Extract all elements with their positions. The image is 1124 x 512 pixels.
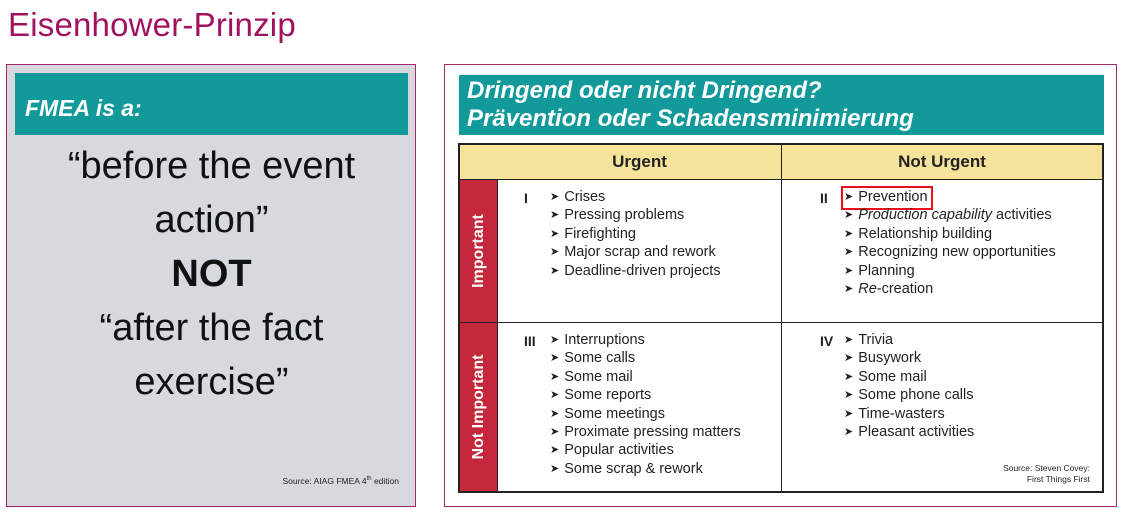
header-line-2: Prävention oder Schadensminimierung [467,105,914,132]
list-item: Busywork [844,350,974,368]
row-label-important: Important [469,214,487,288]
statement-line-4: “after the fact [99,307,324,349]
eisenhower-header: Dringend oder nicht Dringend? Prävention… [459,75,1104,135]
quadrant-number: I [524,190,528,206]
highlighted-item-prevention: Prevention [841,185,933,211]
list-item: Some phone calls [844,387,974,405]
list-item: Some meetings [550,406,741,424]
row-header-important: Important [460,179,498,322]
page-title: Eisenhower-Prinzip [8,6,296,43]
fmea-panel: FMEA is a: “before the event action” NOT… [6,64,416,507]
row-label-not-important: Not Important [469,354,487,460]
quadrant-number: III [524,333,536,349]
list-item: Some scrap & rework [550,461,741,479]
row-header-not-important: Not Important [460,322,498,491]
statement-line-2: action” [154,199,269,241]
statement-line-5: exercise” [134,361,289,403]
statement-line-1: “before the event [67,145,356,187]
quadrant-2: II Prevention Production capability acti… [782,179,1102,322]
fmea-source: Source: AIAG FMEA 4th edition [282,476,399,486]
quadrant-3: III Interruptions Some calls Some mail S… [498,322,782,491]
matrix-corner [460,145,498,179]
list-item: Planning [844,263,1056,281]
list-item: Some mail [550,369,741,387]
quadrant-1: I Crises Pressing problems Firefighting … [498,179,782,322]
list-item: Trivia [844,332,974,350]
covey-source: Source: Steven Covey: First Things First [1003,463,1090,484]
list-item: Proximate pressing matters [550,424,740,442]
col-header-not-urgent: Not Urgent [782,145,1102,179]
list-item: Popular activities [550,442,741,460]
list-item: Some reports [550,387,741,405]
list-item: Recognizing new opportunities [844,244,1056,262]
list-item: Firefighting [550,226,721,244]
list-item: Major scrap and rework [550,244,721,262]
col-header-urgent: Urgent [498,145,782,179]
quadrant-list: Trivia Busywork Some mail Some phone cal… [844,332,974,442]
list-item: Some mail [844,369,974,387]
list-item: Interruptions [550,332,741,350]
quadrant-number: IV [820,333,834,349]
header-line-1: Dringend oder nicht Dringend? [467,77,822,104]
list-item: Deadline-driven projects [550,263,720,281]
list-item: Re-creation [844,281,1056,299]
quadrant-4: IV Trivia Busywork Some mail Some phone … [782,322,1102,491]
eisenhower-matrix: Urgent Not Urgent Important Not Importan… [458,143,1104,493]
list-item: Crises [550,189,721,207]
quadrant-list: Crises Pressing problems Firefighting Ma… [550,189,721,281]
list-item: Relationship building [844,226,1056,244]
list-item: Time-wasters [844,406,974,424]
list-item: Production capability activities [844,207,1056,225]
statement-not: NOT [171,253,252,295]
eisenhower-panel: Dringend oder nicht Dringend? Prävention… [444,64,1117,507]
quadrant-list: Interruptions Some calls Some mail Some … [550,332,741,479]
fmea-statement: “before the event action” NOT “after the… [15,139,408,409]
list-item: Pleasant activities [844,424,974,442]
quadrant-list: Prevention Production capability activit… [841,185,1056,299]
quadrant-number: II [820,190,828,206]
list-item: Pressing problems [550,207,721,225]
list-item: Some calls [550,350,741,368]
fmea-header: FMEA is a: [15,73,408,135]
